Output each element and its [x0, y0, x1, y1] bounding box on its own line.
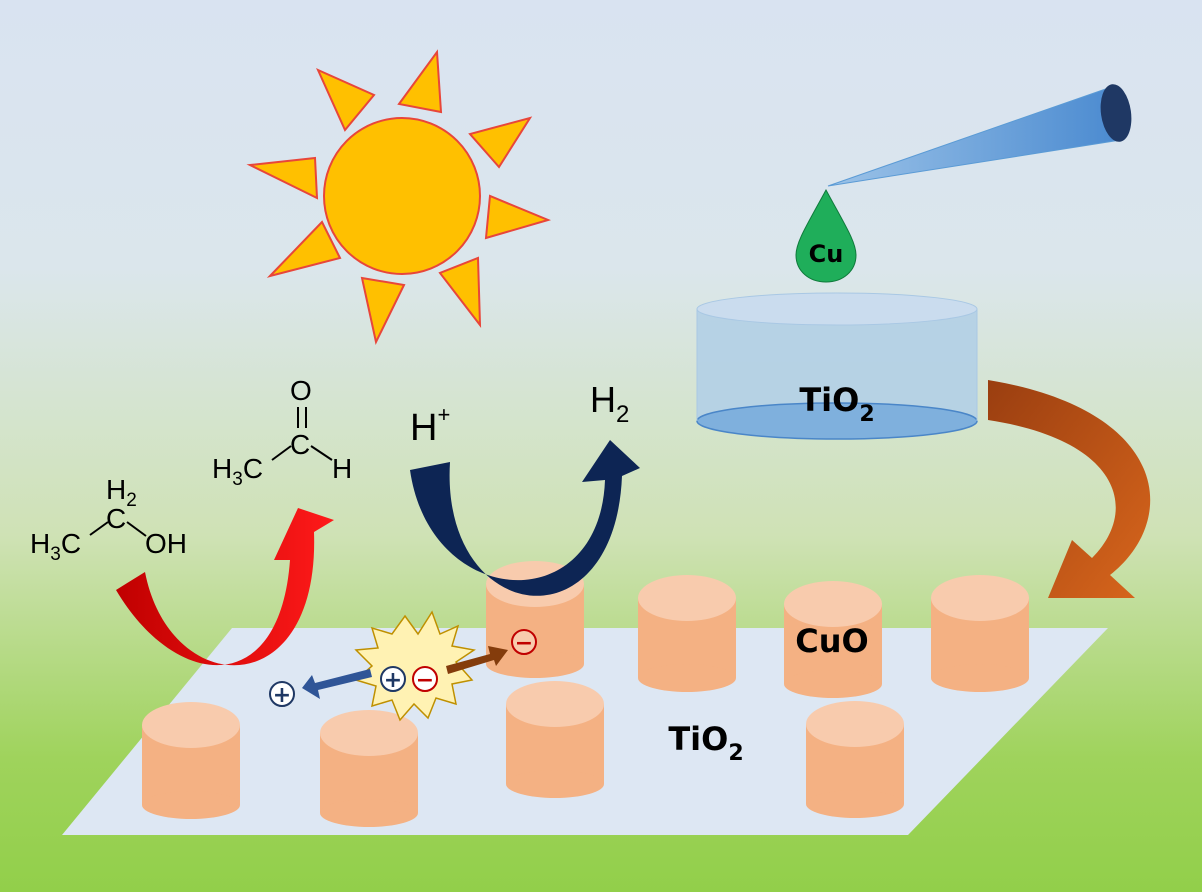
electron-charge: −	[412, 666, 438, 693]
svg-text:H3C: H3C	[30, 528, 81, 565]
tio2-dish-label: TiO2	[799, 381, 874, 427]
svg-text:+: +	[273, 683, 291, 708]
cylinder	[806, 701, 904, 818]
svg-text:H: H	[332, 453, 352, 484]
electron-arrow	[446, 646, 508, 674]
excitation-burst	[354, 610, 476, 722]
red-curved-arrow	[116, 508, 334, 666]
cu-drop-label: Cu	[809, 240, 844, 268]
svg-text:O: O	[290, 375, 312, 406]
svg-text:H2: H2	[106, 474, 137, 511]
cu-drop: Cu	[795, 188, 857, 283]
cylinder	[320, 710, 418, 827]
pipette-icon	[827, 84, 1132, 187]
svg-text:−: −	[515, 631, 533, 656]
cylinder	[506, 681, 604, 798]
h-plus-label: H+	[410, 402, 450, 449]
svg-text:C: C	[106, 503, 126, 534]
acetaldehyde-molecule: O C H3C H	[212, 375, 352, 490]
cylinder	[638, 575, 736, 692]
tio2-plate-label: TiO2	[668, 720, 743, 766]
ethanol-molecule: H2 C H3C OH	[30, 474, 187, 565]
tio2-dish: TiO2	[696, 292, 978, 440]
hole-charge: +	[380, 666, 406, 693]
h2-label: H2	[590, 379, 629, 428]
svg-text:H3C: H3C	[212, 453, 263, 490]
hole-arrow	[302, 669, 372, 699]
svg-text:OH: OH	[145, 528, 187, 559]
cuo-label: CuO	[795, 622, 868, 660]
sun-icon	[246, 49, 552, 346]
svg-text:C: C	[290, 429, 310, 460]
electron-charge: −	[511, 629, 537, 656]
cylinder	[784, 581, 882, 698]
cylinder	[142, 702, 240, 819]
navy-curved-arrow	[410, 440, 640, 596]
cylinder	[931, 575, 1029, 692]
brown-curved-arrow	[988, 380, 1151, 598]
svg-text:−: −	[416, 668, 434, 693]
hole-charge: +	[269, 681, 295, 708]
svg-text:+: +	[384, 668, 402, 693]
